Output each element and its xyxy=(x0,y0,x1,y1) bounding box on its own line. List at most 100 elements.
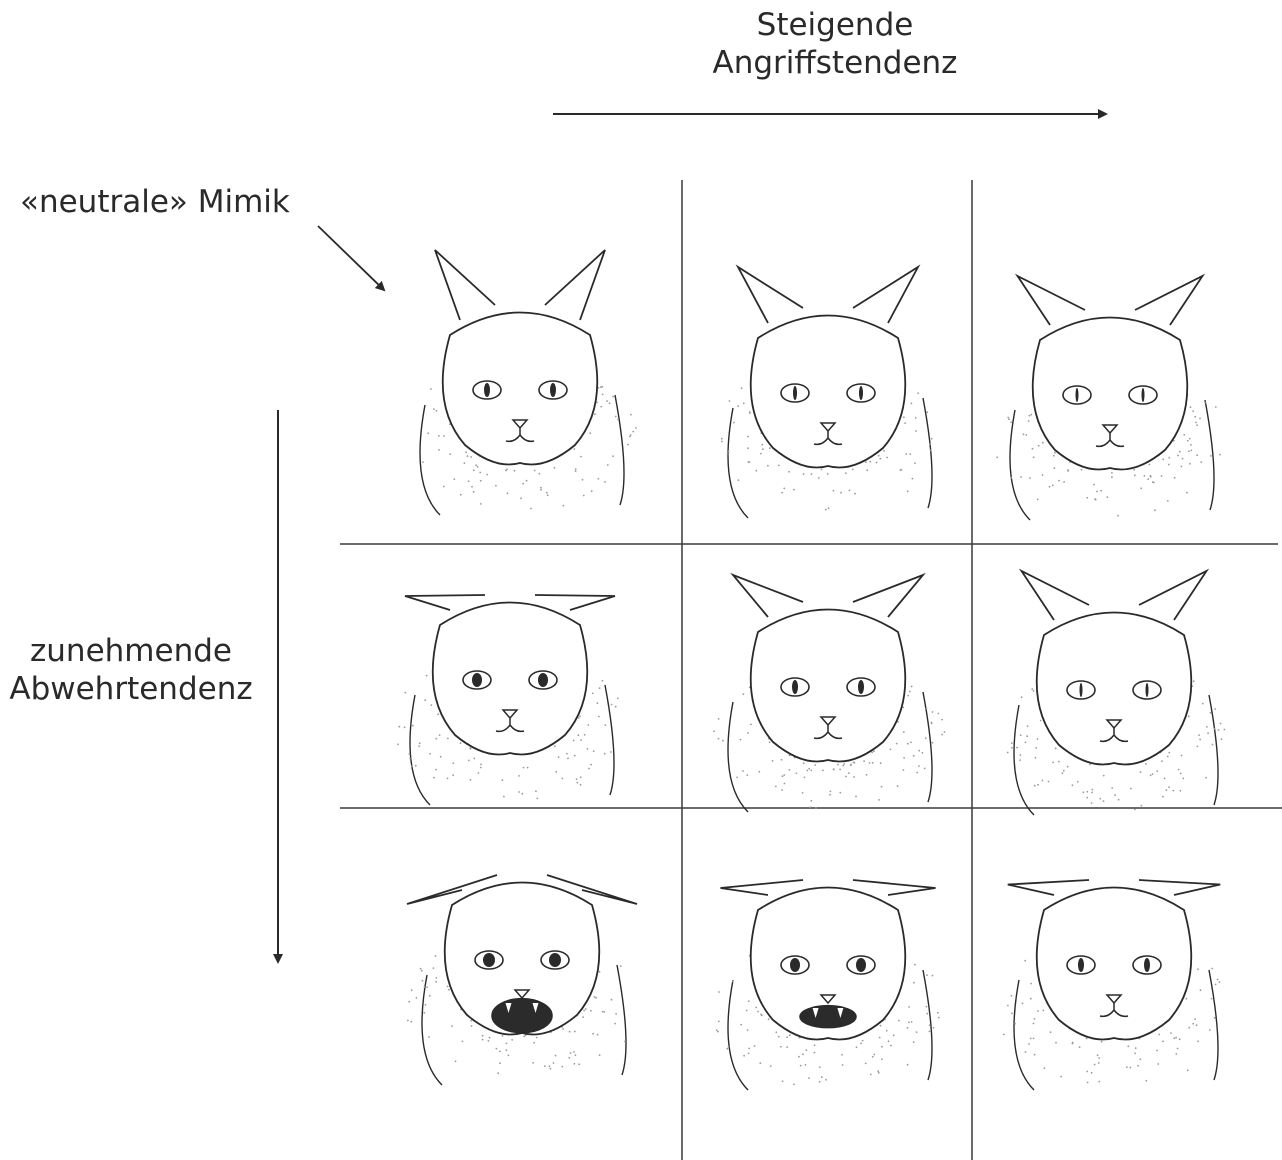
pupil xyxy=(484,383,490,397)
stipple-dot xyxy=(468,760,470,762)
stipple-dot xyxy=(582,479,584,481)
stipple-dot xyxy=(839,769,841,771)
stipple-dot xyxy=(422,980,424,982)
stipple-dot xyxy=(738,479,740,481)
stipple-dot xyxy=(439,734,441,736)
stipple-dot xyxy=(420,968,422,970)
stipple-dot xyxy=(775,1031,777,1033)
stipple-dot xyxy=(1130,788,1132,790)
stipple-dot xyxy=(760,1014,762,1016)
stipple-dot xyxy=(501,779,503,781)
stipple-dot xyxy=(1126,1066,1128,1068)
stipple-dot xyxy=(922,752,924,754)
right-ear xyxy=(853,880,936,895)
stipple-dot xyxy=(468,480,470,482)
stipple-dot xyxy=(750,724,752,726)
stipple-dot xyxy=(1212,744,1214,746)
stipple-dot xyxy=(435,955,437,957)
stipple-dot xyxy=(784,783,786,785)
stipple-dot xyxy=(1111,787,1113,789)
stipple-dot xyxy=(1224,729,1226,731)
stipple-dot xyxy=(781,492,783,494)
right-ear xyxy=(1135,276,1203,325)
stipple-dot xyxy=(755,470,757,472)
stipple-dot xyxy=(1178,769,1180,771)
stipple-dot xyxy=(1098,1057,1100,1059)
stipple-dot xyxy=(425,1004,427,1006)
stipple-dot xyxy=(1158,1034,1160,1036)
stipple-dot xyxy=(769,741,771,743)
stipple-dot xyxy=(1037,499,1039,501)
stipple-dot xyxy=(1058,761,1060,763)
stipple-dot xyxy=(506,1049,508,1051)
stipple-dot xyxy=(842,765,844,767)
stipple-dot xyxy=(448,989,450,991)
stipple-dot xyxy=(582,1016,584,1018)
stipple-dot xyxy=(772,760,774,762)
stipple-dot xyxy=(853,776,855,778)
stipple-dot xyxy=(1035,757,1037,759)
stipple-dot xyxy=(778,465,780,467)
stipple-dot xyxy=(478,772,480,774)
stipple-dot xyxy=(761,444,763,446)
stipple-dot xyxy=(408,1001,410,1003)
stipple-dot xyxy=(573,1051,575,1053)
stipple-dot xyxy=(1179,451,1181,453)
right-ear xyxy=(853,267,918,323)
stipple-dot xyxy=(737,405,739,407)
stipple-dot xyxy=(1182,778,1184,780)
stipple-dot xyxy=(1033,1038,1035,1040)
stipple-dot xyxy=(424,699,426,701)
stipple-dot xyxy=(726,1048,728,1050)
head-outline xyxy=(751,316,906,468)
stipple-dot xyxy=(918,765,920,767)
stipple-dot xyxy=(1161,760,1163,762)
stipple-dot xyxy=(911,403,913,405)
stipple-dot xyxy=(1083,791,1085,793)
stipple-dot xyxy=(747,1029,749,1031)
stipple-dot xyxy=(1195,422,1197,424)
stipple-dot xyxy=(1033,690,1035,692)
stipple-dot xyxy=(1199,418,1201,420)
stipple-dot xyxy=(941,734,943,736)
stipple-dot xyxy=(728,451,730,453)
stipple-dot xyxy=(604,724,606,726)
stipple-dot xyxy=(480,764,482,766)
stipple-dot xyxy=(1040,720,1042,722)
stipple-dot xyxy=(1156,770,1158,772)
stipple-dot xyxy=(436,977,438,979)
pupil xyxy=(1080,683,1083,697)
stipple-dot xyxy=(418,745,420,747)
stipple-dot xyxy=(845,776,847,778)
stipple-dot xyxy=(800,1065,802,1067)
stipple-dot xyxy=(453,478,455,480)
stipple-dot xyxy=(1219,454,1221,456)
stipple-dot xyxy=(624,1041,626,1043)
stipple-dot xyxy=(533,1042,535,1044)
stipple-dot xyxy=(1139,1058,1141,1060)
stipple-dot xyxy=(1086,797,1088,799)
stipple-dot xyxy=(740,739,742,741)
stipple-dot xyxy=(592,693,594,695)
stipple-dot xyxy=(1173,790,1175,792)
stipple-dot xyxy=(558,756,560,758)
stipple-dot xyxy=(1027,725,1029,727)
stipple-dot xyxy=(464,462,466,464)
stipple-dot xyxy=(554,745,556,747)
stipple-dot xyxy=(518,775,520,777)
stipple-dot xyxy=(1054,452,1056,454)
stipple-dot xyxy=(937,713,939,715)
stipple-dot xyxy=(507,492,509,494)
stipple-dot xyxy=(569,1031,571,1033)
stipple-dot xyxy=(748,1053,750,1055)
stipple-dot xyxy=(1196,424,1198,426)
stipple-dot xyxy=(1099,798,1101,800)
stipple-dot xyxy=(878,799,880,801)
stipple-dot xyxy=(547,494,549,496)
stipple-dot xyxy=(896,743,898,745)
pupil xyxy=(1144,958,1150,972)
stipple-dot xyxy=(1019,759,1021,761)
stipple-dot xyxy=(1214,1017,1216,1019)
stipple-dot xyxy=(587,724,589,726)
stipple-dot xyxy=(1063,481,1065,483)
